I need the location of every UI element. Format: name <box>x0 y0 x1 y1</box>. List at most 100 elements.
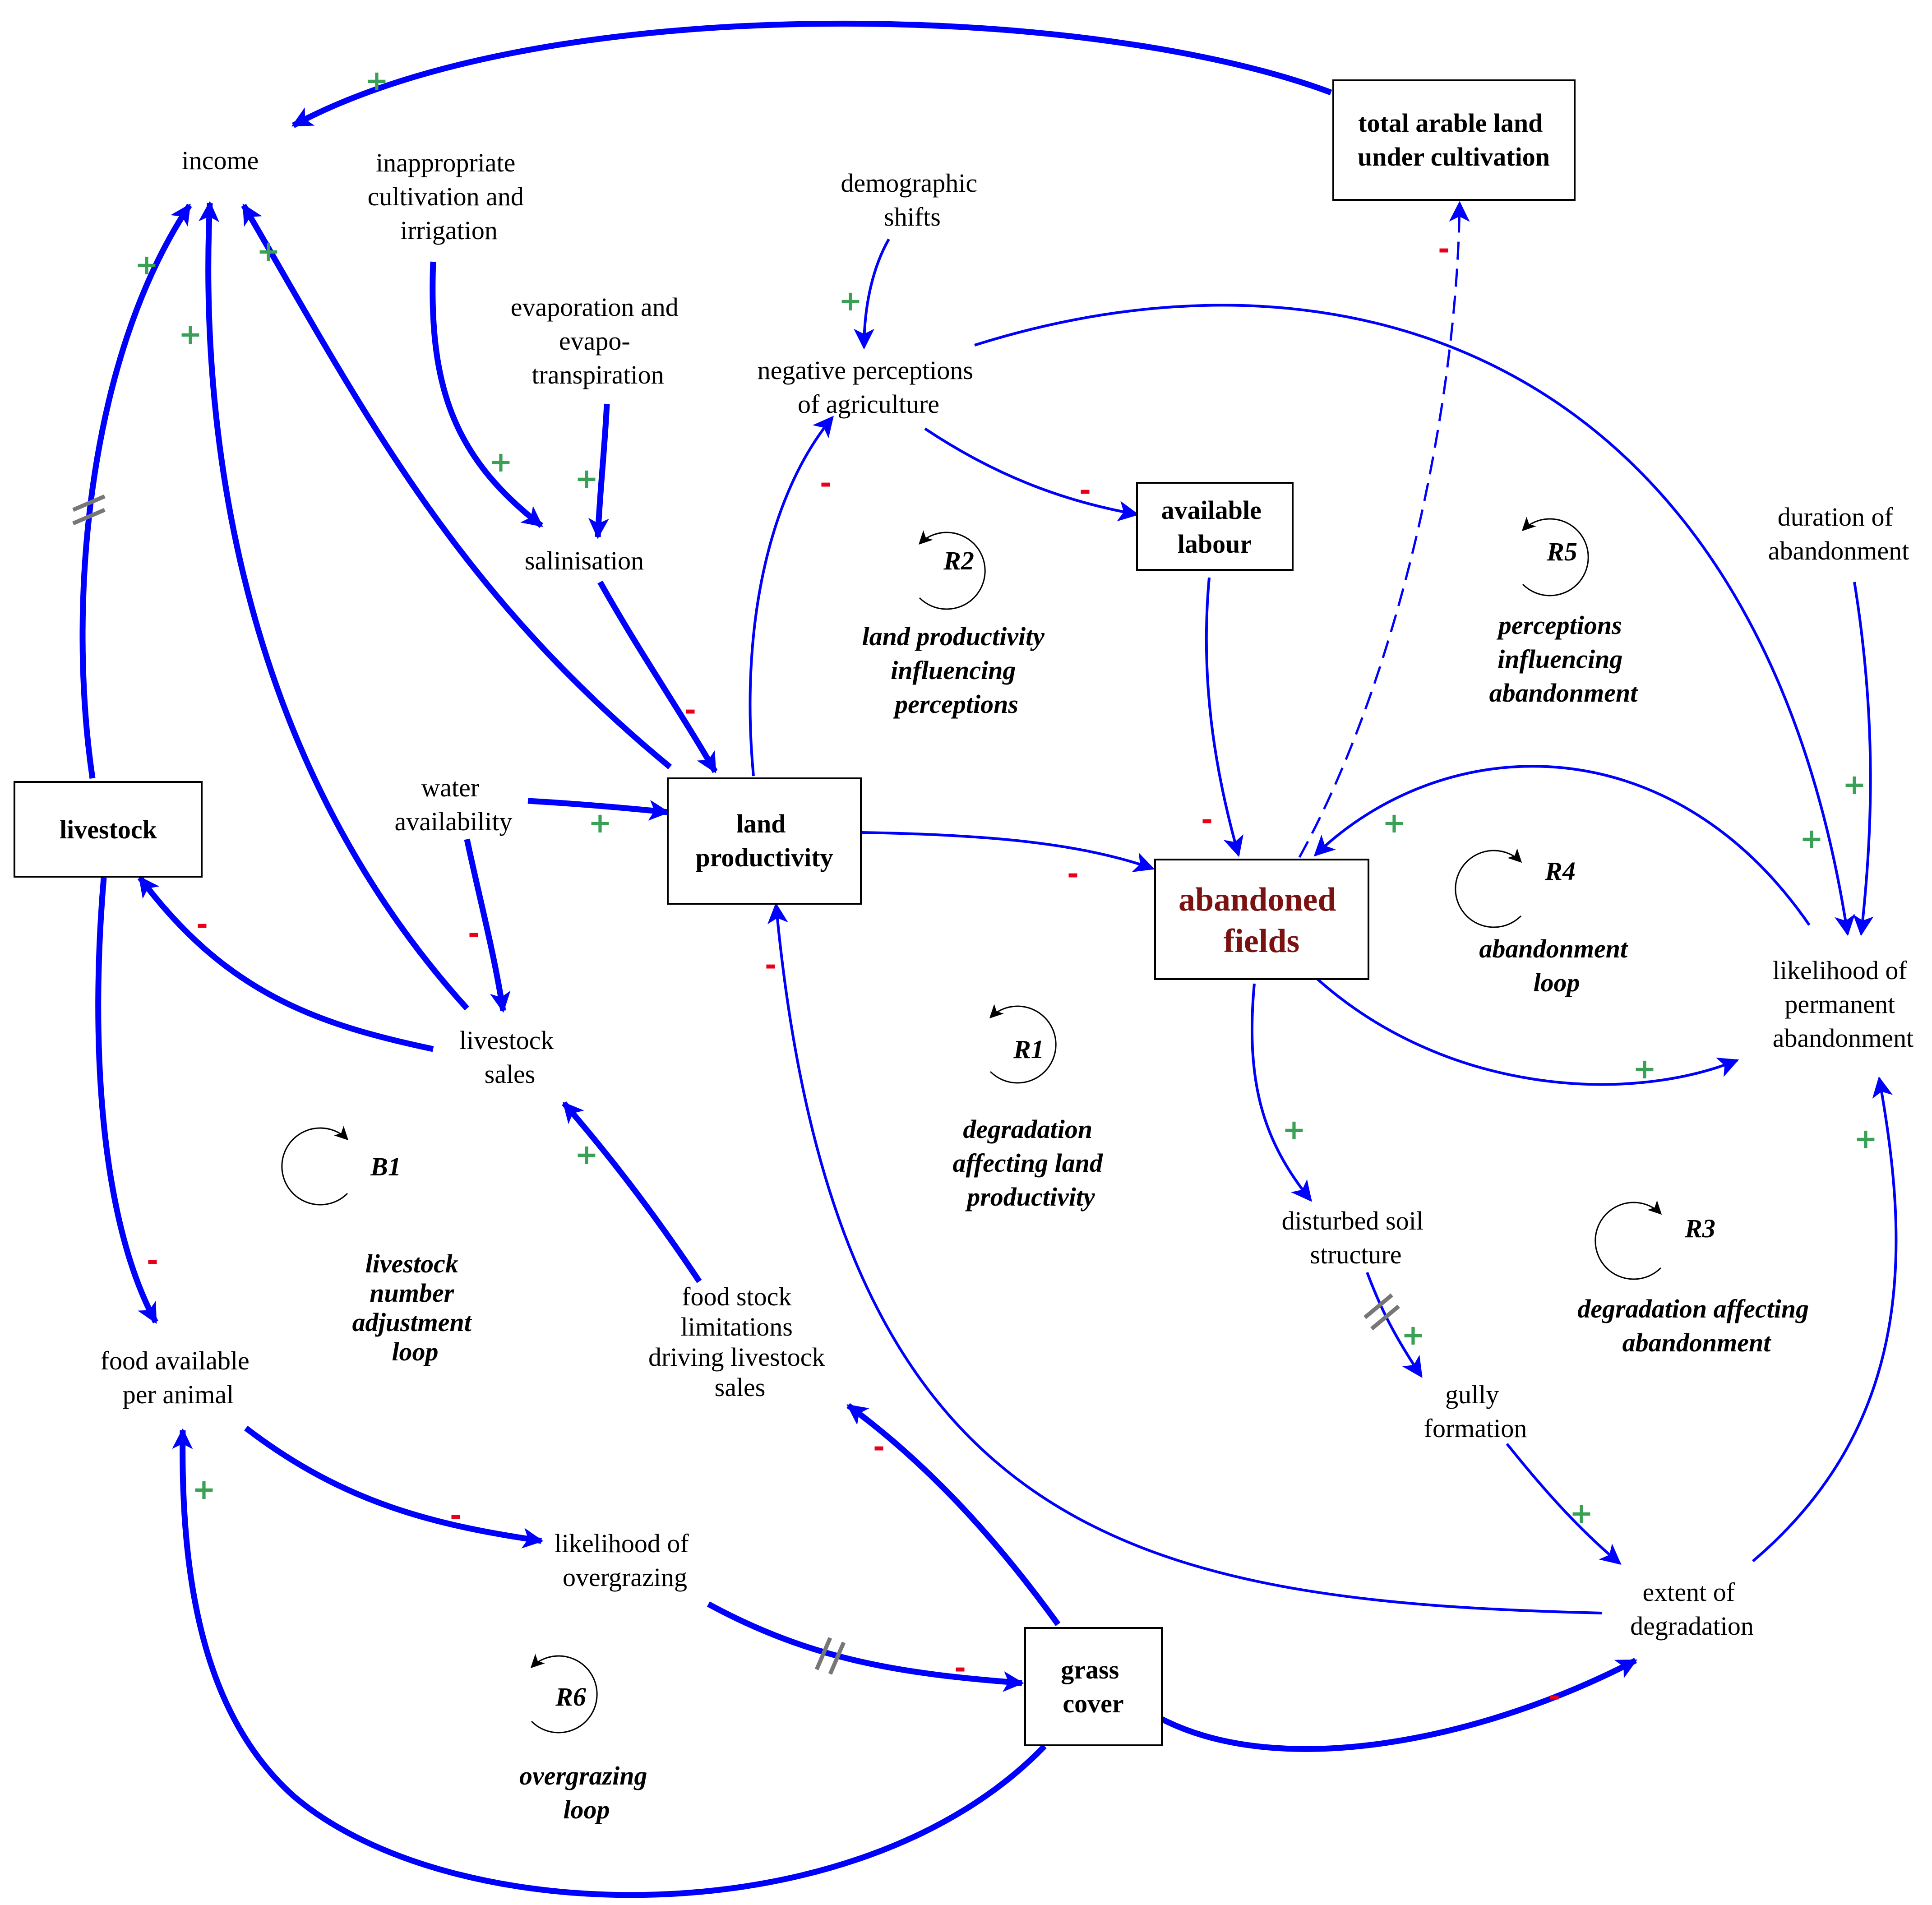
link-grass-cover-to-food-stock <box>846 1403 1061 1626</box>
loop-direction-icon <box>281 1126 349 1206</box>
link-water-availability-to-livestock-sales <box>464 838 511 1013</box>
link-salinisation-to-land-productivity <box>597 580 718 773</box>
variable-food-stock-limitations[interactable]: food stock limitations driving livestock… <box>648 1282 832 1402</box>
polarity-plus: + <box>1382 806 1406 839</box>
variable-duration-of-abandonment[interactable]: duration of abandonment <box>1768 502 1909 565</box>
polarity-minus: - <box>765 948 776 981</box>
loop-name: perceptions influencing abandonment <box>1489 610 1639 707</box>
link-likelihood-permanent-to-abandoned-fields <box>1313 765 1811 926</box>
variable-inappropriate-cultivation[interactable]: inappropriate cultivation and irrigation <box>368 148 531 245</box>
box-label: total arable land under cultivation <box>1358 108 1550 171</box>
loop-id: B1 <box>370 1152 401 1181</box>
link-gully-formation-to-extent-degradation <box>1506 1443 1622 1565</box>
polarity-plus: + <box>575 1138 598 1171</box>
loop-B1: B1 livestock number adjustment loop <box>281 1126 478 1366</box>
polarity-minus: - <box>873 1430 885 1463</box>
variable-income[interactable]: income <box>182 146 259 175</box>
loop-R2: R2 land productivity influencing percept… <box>862 530 1051 719</box>
loop-name: degradation affecting abandonment <box>1577 1294 1815 1357</box>
link-livestock-to-food-available <box>95 877 158 1324</box>
loop-direction-icon <box>1455 848 1522 928</box>
variable-evaporation[interactable]: evaporation and evapo- transpiration <box>511 292 685 389</box>
link-inappropriate-cultivation-to-salinisation <box>430 261 543 528</box>
box-label: available labour <box>1161 495 1268 559</box>
link-abandoned-fields-to-likelihood-permanent <box>1317 978 1739 1086</box>
loop-name: livestock number adjustment loop <box>352 1249 478 1366</box>
loop-name: overgrazing loop <box>519 1761 654 1824</box>
link-duration-to-likelihood-permanent <box>1853 582 1874 936</box>
box-livestock[interactable]: livestock <box>14 781 203 878</box>
box-label: land productivity <box>695 809 833 872</box>
loop-name: abandonment loop <box>1479 934 1634 997</box>
link-grass-cover-to-food-available <box>172 1428 1047 1898</box>
polarity-plus: + <box>575 462 598 495</box>
polarity-plus: + <box>192 1473 216 1506</box>
box-label: grass cover <box>1061 1655 1125 1718</box>
link-overgrazing-to-grass-cover <box>707 1601 1024 1692</box>
loop-id: R1 <box>1013 1035 1044 1064</box>
loop-id: R3 <box>1684 1214 1715 1243</box>
polarity-plus: + <box>1570 1497 1593 1530</box>
link-negative-perceptions-to-likelihood-permanent <box>974 304 1855 936</box>
polarity-plus: + <box>1401 1318 1425 1351</box>
link-disturbed-soil-to-gully-formation <box>1366 1272 1423 1378</box>
delay-mark-icon <box>1363 1293 1400 1331</box>
polarity-plus: + <box>1282 1113 1306 1146</box>
loop-direction-icon <box>1521 517 1589 596</box>
loop-id: R5 <box>1546 537 1577 566</box>
variable-water-availability[interactable]: water availability <box>395 773 513 836</box>
variable-likelihood-permanent-abandonment[interactable]: likelihood of permanent abandonment <box>1773 956 1914 1053</box>
box-label: abandoned fields <box>1179 881 1345 960</box>
link-total-arable-to-income <box>291 20 1332 128</box>
polarity-plus: + <box>1800 822 1823 855</box>
link-available-labour-to-abandoned-fields <box>1205 577 1243 857</box>
variable-livestock-sales[interactable]: livestock sales <box>459 1026 560 1089</box>
polarity-signs: + + + + + + + - - - - + - + - - - - + + … <box>135 64 1877 1712</box>
loop-name: degradation affecting land productivity <box>953 1114 1109 1211</box>
box-total-arable-land[interactable]: total arable land under cultivation <box>1332 79 1576 201</box>
variable-demographic-shifts[interactable]: demographic shifts <box>841 168 984 231</box>
box-available-labour[interactable]: available labour <box>1136 482 1294 571</box>
variable-negative-perceptions[interactable]: negative perceptions of agriculture <box>758 356 980 419</box>
polarity-minus: - <box>147 1244 158 1277</box>
polarity-minus: - <box>1201 803 1213 836</box>
box-abandoned-fields[interactable]: abandoned fields <box>1154 859 1369 980</box>
loop-direction-icon <box>530 1654 598 1734</box>
polarity-minus: - <box>1067 857 1079 890</box>
link-food-available-to-overgrazing <box>244 1425 544 1549</box>
box-grass-cover[interactable]: grass cover <box>1024 1627 1163 1746</box>
link-negative-perceptions-to-available-labour <box>924 427 1139 522</box>
loop-id: R2 <box>943 546 974 575</box>
polarity-plus: + <box>588 806 612 839</box>
polarity-minus: - <box>1079 474 1091 507</box>
link-extent-degradation-to-likelihood-permanent <box>1752 1076 1898 1563</box>
polarity-plus: + <box>839 284 862 317</box>
loop-direction-icon <box>1595 1200 1662 1280</box>
link-water-availability-to-land-productivity <box>527 798 670 821</box>
loop-name: land productivity influencing perception… <box>862 622 1051 719</box>
variable-gully-formation[interactable]: gully formation <box>1424 1380 1527 1443</box>
polarity-plus: + <box>1633 1052 1656 1085</box>
loop-id: R6 <box>555 1682 586 1711</box>
link-abandoned-fields-to-disturbed-soil <box>1251 983 1312 1202</box>
variable-likelihood-overgrazing[interactable]: likelihood of overgrazing <box>555 1529 696 1592</box>
loop-R3: R3 degradation affecting abandonment <box>1577 1200 1815 1357</box>
variables: income inappropriate cultivation and irr… <box>101 146 1914 1641</box>
link-food-stock-to-livestock-sales <box>562 1101 702 1283</box>
box-land-productivity[interactable]: land productivity <box>667 777 862 905</box>
link-grass-cover-to-extent-degradation <box>1160 1658 1638 1752</box>
link-demographic-shifts-to-negative-perceptions <box>854 238 890 350</box>
link-extent-degradation-to-land-productivity <box>767 902 1602 1614</box>
variable-extent-of-degradation[interactable]: extent of degradation <box>1630 1577 1754 1641</box>
variable-salinisation[interactable]: salinisation <box>525 546 644 575</box>
polarity-minus: - <box>1548 1679 1560 1712</box>
loop-R6: R6 overgrazing loop <box>519 1654 654 1824</box>
link-land-productivity-to-income <box>241 203 672 770</box>
polarity-minus: - <box>954 1651 966 1684</box>
polarity-minus: - <box>196 908 208 941</box>
link-land-productivity-to-negative-perceptions <box>749 416 834 777</box>
variable-food-available-per-animal[interactable]: food available per animal <box>101 1346 256 1409</box>
delay-marks <box>72 494 1400 1675</box>
variable-disturbed-soil-structure[interactable]: disturbed soil structure <box>1282 1206 1430 1269</box>
